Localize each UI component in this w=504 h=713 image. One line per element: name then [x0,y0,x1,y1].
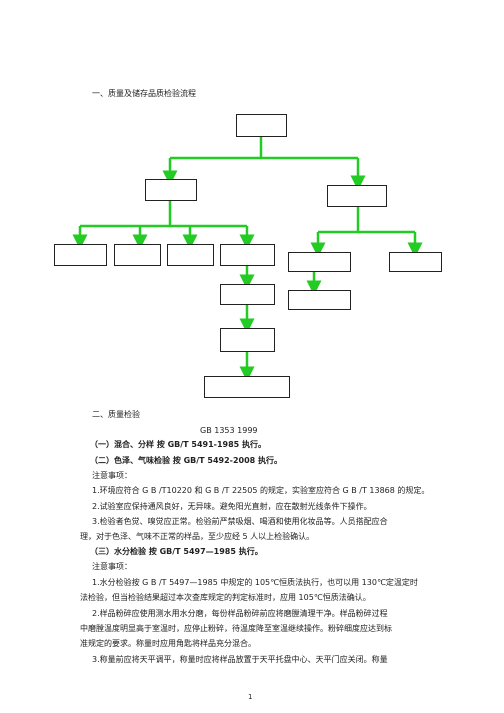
flow-box-chain-2 [220,328,275,352]
note-line: 1.环境应符合 G B /T10220 和 G B /T 22505 的规定，实… [92,486,430,495]
note-line: 1.水分检验按 G B /T 5497—1985 中规定的 105℃恒质法执行，… [92,578,418,587]
item-3-title: 水分检验 按 GB/T 5497—1985 执行。 [114,547,263,556]
note-line: 准规定的要求。称量时应用角匙将样品充分混合。 [80,639,256,648]
note-label: 注意事项： [92,562,132,571]
flow-box-right-1-child [288,290,351,310]
item-1: （一）混合、分样 按 GB/T 5491-1985 执行。 [90,439,266,450]
section-heading-quality: 二、质量检验 [92,410,140,419]
note-line: 理，对于色泽、气味不正常的样品，至少应经 5 人以上检验确认。 [80,532,315,541]
flow-box-chain-3 [204,376,290,398]
item-2: （二）色泽、气味检验 按 GB/T 5492-2008 执行。 [90,455,282,466]
item-1-title: 混合、分样 按 GB/T 5491-1985 执行。 [114,440,267,449]
note-line: 2.样品粉碎应使用测水用水分磨，每份样品粉碎前应将磨膛清理干净。样品粉碎过程 [92,609,388,618]
note-line: 法检验，但当检验结果超过本次查库规定的判定标准时，应用 105℃恒质法确认。 [80,593,371,602]
note-label: 注意事项： [92,471,132,480]
item-2-title: 色泽、气味检验 按 GB/T 5492-2008 执行。 [114,456,283,465]
note-line: 3.称量前应将天平调平，称量时应将样品放置于天平托盘中心、天平门应关闭。称量 [92,655,388,664]
item-3-num: （三） [90,547,114,556]
flow-box-right-2 [389,252,442,272]
flow-box-chain-1 [220,284,275,305]
item-2-num: （二） [90,456,114,465]
page-number: 1 [248,693,253,701]
note-line: 中磨膛温度明显高于室温时，应停止粉碎，待温度降至室温继续操作。粉碎细度应达到标 [80,624,392,633]
item-3: （三）水分检验 按 GB/T 5497—1985 执行。 [90,546,263,557]
flow-box-left-2 [114,244,161,266]
note-line: 3.检验者色觉、嗅觉应正常。检验前严禁吸烟、喝酒和使用化妆品等。人员搭配应合 [92,517,388,526]
flow-box-root [236,114,287,137]
standard-number: GB 1353 1999 [200,426,258,435]
note-line: 2.试验室应保持通风良好，无异味。避免阳光直射，应在散射光线条件下操作。 [92,502,372,511]
item-1-num: （一） [90,440,114,449]
section-heading-flow: 一、质量及储存品质检验流程 [92,89,196,98]
flowchart-connectors [72,136,423,382]
flow-box-left-4 [220,244,275,266]
flow-box-right-1 [288,252,351,272]
flow-box-left-1 [54,244,107,266]
flow-box-left-3 [167,244,214,266]
flow-box-right [327,185,387,207]
flow-box-left [145,179,197,201]
